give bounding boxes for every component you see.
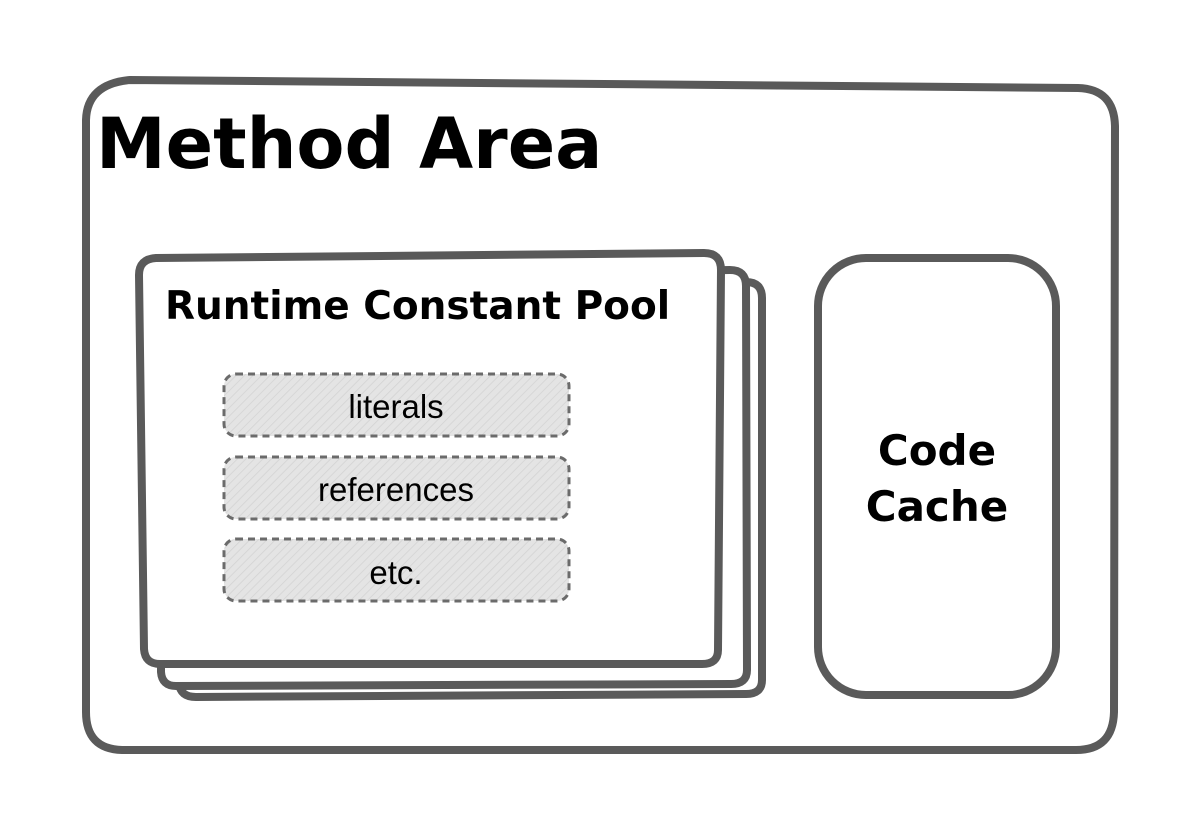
method-area-title: Method Area xyxy=(96,103,602,185)
method-area-box xyxy=(82,76,1119,754)
code-cache-title-line1: Code xyxy=(878,426,996,475)
runtime-constant-pool-title: Runtime Constant Pool xyxy=(165,284,670,329)
pool-item-etc-label: etc. xyxy=(369,554,422,591)
pool-item-references-label: references xyxy=(318,471,474,508)
pool-item-literals-label: literals xyxy=(348,388,443,425)
pool-item-references-box xyxy=(222,455,571,521)
pool-item-etc-box xyxy=(222,537,571,603)
code-cache-title-line2: Cache xyxy=(866,482,1008,531)
pool-item-literals-box xyxy=(222,372,571,438)
code-cache-box xyxy=(814,254,1060,699)
